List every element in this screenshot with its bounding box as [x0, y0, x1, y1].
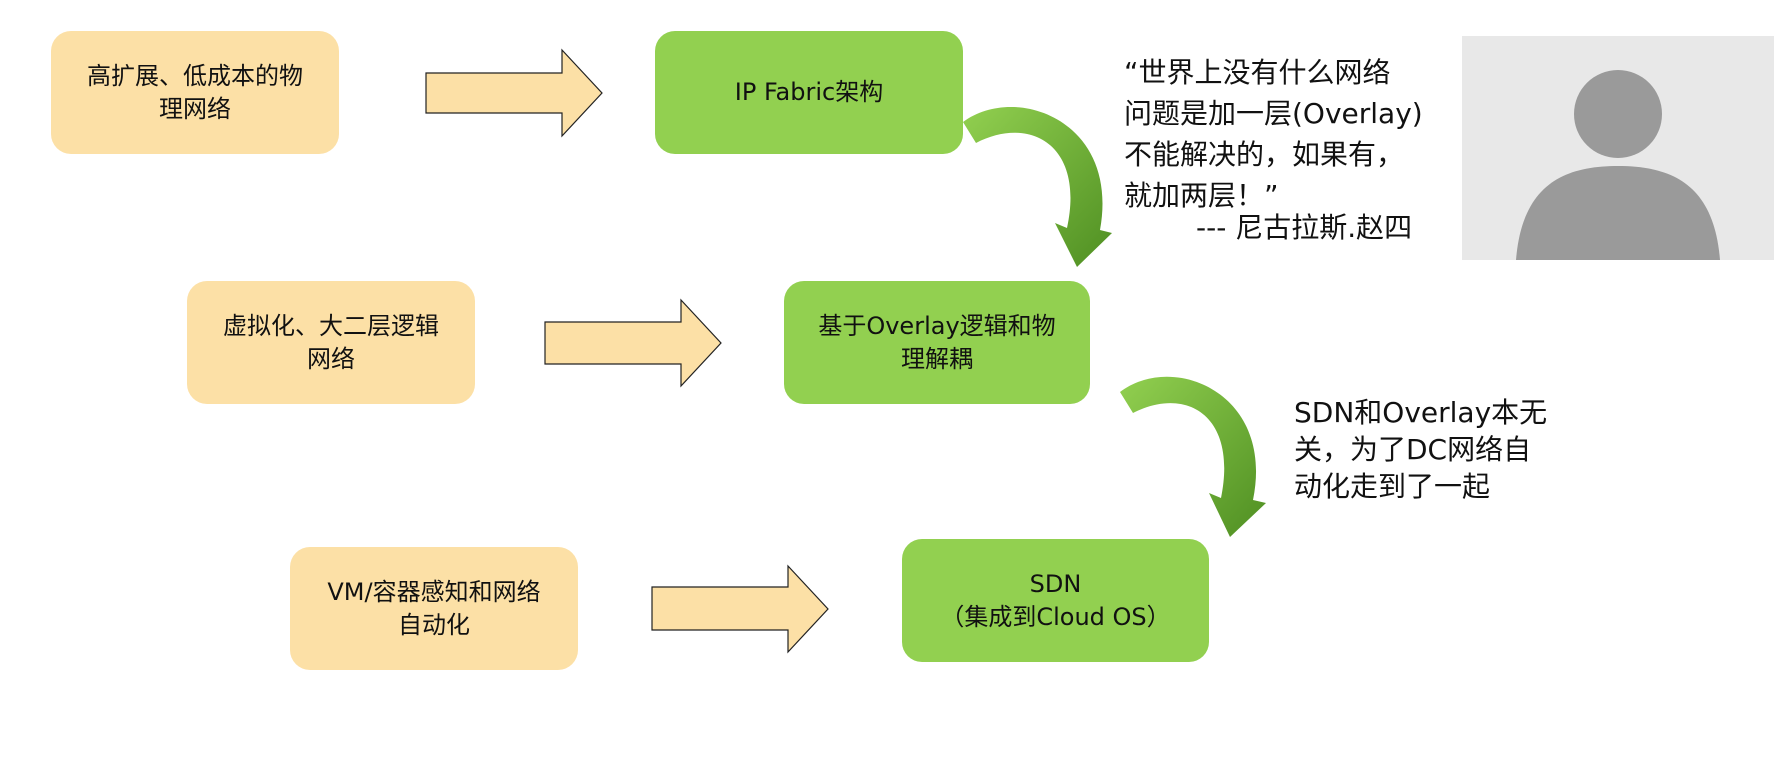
vm-automation-box: VM/容器感知和网络 自动化 [290, 547, 578, 670]
quote-text: “世界上没有什么网络 问题是加一层(Overlay) 不能解决的，如果有， 就加… [1124, 56, 1423, 212]
physical-network-box: 高扩展、低成本的物 理网络 [51, 31, 339, 154]
curved-arrow-down [1120, 376, 1266, 537]
overlay-decoupling-box: 基于Overlay逻辑和物 理解耦 [784, 281, 1090, 404]
right-arrow [544, 298, 722, 388]
virtual-network-box: 虚拟化、大二层逻辑 网络 [187, 281, 475, 404]
curved-arrow-down [963, 106, 1112, 267]
sdn-box: SDN （集成到Cloud OS） [902, 539, 1209, 662]
quote-attribution: --- 尼古拉斯.赵四 [1196, 211, 1413, 244]
right-arrow [425, 48, 603, 138]
portrait-photo [1462, 36, 1774, 260]
ip-fabric-box: IP Fabric架构 [655, 31, 963, 154]
sdn-note: SDN和Overlay本无 关，为了DC网络自 动化走到了一起 [1294, 396, 1548, 503]
right-arrow [651, 564, 829, 654]
